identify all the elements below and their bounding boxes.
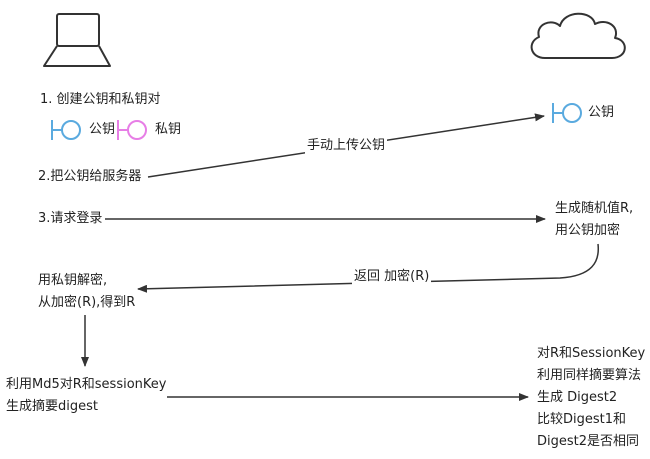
upload-arrow-label: 手动上传公钥 <box>305 135 388 157</box>
compare-line: 对R和SessionKey <box>537 346 646 361</box>
digest-line2: 生成摘要digest <box>6 399 98 414</box>
client-public-key-label: 公钥 <box>89 122 116 137</box>
cloud-icon <box>530 12 626 59</box>
step3-label: 3.请求登录 <box>38 211 103 226</box>
server-public-key-icon <box>552 103 582 123</box>
random-line1: 生成随机值R, <box>555 201 634 216</box>
step1-label: 1. 创建公钥和私钥对 <box>40 92 161 107</box>
return-encrypted-arrow <box>137 243 600 293</box>
compare-line: 比较Digest1和 <box>537 412 627 427</box>
client-private-key-label: 私钥 <box>155 122 182 137</box>
compare-block: 对R和SessionKey 利用同样摘要算法 生成 Digest2 比较Dige… <box>537 343 645 453</box>
client-public-key-icon <box>51 120 81 140</box>
compare-line: 利用同样摘要算法 <box>537 368 642 383</box>
step2-label: 2.把公钥给服务器 <box>38 169 142 184</box>
random-line2: 用公钥加密 <box>555 223 621 238</box>
server-public-key-label: 公钥 <box>588 105 615 120</box>
digest-line1: 利用Md5对R和sessionKey <box>6 377 167 392</box>
client-private-key-icon <box>117 120 147 140</box>
compare-line: 生成 Digest2 <box>537 390 618 405</box>
laptop-icon <box>43 13 111 67</box>
compare-line: Digest2是否相同 <box>537 434 640 449</box>
return-arrow-label: 返回 加密(R) <box>352 266 432 288</box>
decrypt-line2: 从加密(R),得到R <box>38 295 136 310</box>
decrypt-line1: 用私钥解密, <box>38 273 108 288</box>
